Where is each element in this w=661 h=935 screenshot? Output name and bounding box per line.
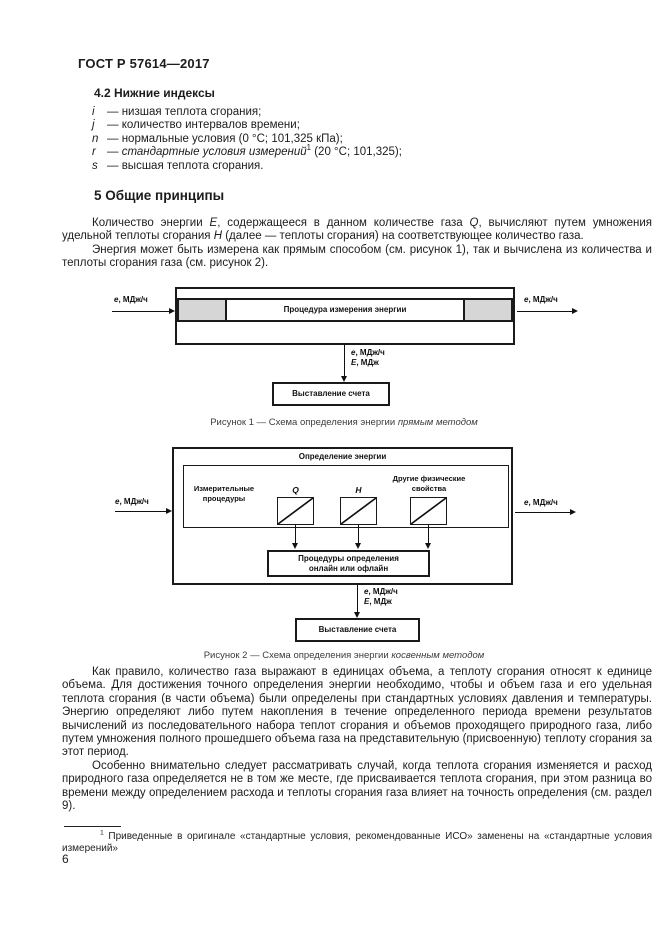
figure1-output-arrowhead-icon [341,376,347,382]
figure2-q-meter-box [277,497,314,525]
subscript-symbol: r [92,146,96,159]
figure2-h-meter-box [340,497,377,525]
figure1-outlet-label: е, МДж/ч [524,295,558,304]
figure2-h-label: H [355,485,362,495]
paragraph: Как правило, количество газа выражают в … [62,666,652,759]
subscript-symbol: n [92,132,99,145]
diagonal-line-icon [411,498,446,524]
figure2-h-arrow [358,525,360,544]
subscript-list-item: n — нормальные условия (0 °С; 101,325 кПа… [92,133,402,146]
figure1-billing-box: Выставление счета [272,382,390,406]
figure2-billing-label: Выставление счета [318,625,397,635]
page-number: 6 [62,852,69,866]
figure1-pipe-inlet-segment [179,300,225,320]
subscript-list-item: r — стандартные условия измерений1 (20 °С… [92,143,402,159]
figure2-outlet-arrowhead-icon [570,509,576,515]
figure2-title: Определение энергии [298,452,387,461]
figure2-other-meter-box [410,497,447,525]
figure2-q-label: Q [292,485,299,495]
figure2-output-label-2: Е, МДж [364,597,392,606]
subscript-list-item: i — низшая теплота сгорания; [92,106,402,119]
figure1-process-label: Процедура измерения энергии [283,305,407,315]
figure1-inlet-arrowhead-icon [169,308,175,314]
figure2-output-arrowhead-icon [354,612,360,618]
subscript-symbol: s [92,159,98,172]
paragraph: Энергия может быть измерена как прямым с… [62,243,652,270]
figure2-outlet-arrow [515,512,571,514]
figure1-pipe-outlet-segment [465,300,511,320]
figure1-billing-label: Выставление счета [292,389,370,399]
paragraph: Количество энергии E, содержащееся в дан… [62,217,652,243]
diagonal-line-icon [278,498,313,524]
figure1-process-box: Процедура измерения энергии [225,300,465,320]
diagonal-line-icon [341,498,376,524]
footnote-text: 1 Приведенные в оригинале «стандартные у… [62,829,652,855]
figure2-outlet-label: е, МДж/ч [524,498,558,507]
figure2-inlet-arrowhead-icon [166,508,172,514]
figure1-output-label-2: Е, МДж [351,358,379,367]
figure2-output-arrow [357,585,359,613]
figure2-other-label: Другие физические свойства [392,474,466,493]
figure2-h-arrowhead-icon [355,543,361,549]
figure1-caption: Рисунок 1 — Схема определения энергии пр… [210,417,478,428]
figure1-output-label-1: е, МДж/ч [351,348,385,357]
body-paragraphs: Как правило, количество газа выражают в … [62,666,652,813]
subscript-symbol: j [92,119,95,132]
figure2-processing-label: Процедуры определения онлайн или офлайн [298,554,399,573]
subscript-list: i — низшая теплота сгорания; j — количество… [92,106,402,173]
section-5-title: 5 Общие принципы [94,188,225,203]
footnote-divider [64,826,121,827]
figure2-inlet-label: е, МДж/ч [115,497,149,506]
subscript-list-item: s — высшая теплота сгорания. [92,160,402,173]
subscript-list-item: j — количество интервалов времени; [92,119,402,132]
figure1-inlet-label: е, МДж/ч [114,295,148,304]
paragraph: Особенно внимательно следует рассматрива… [62,759,652,813]
figure1-outlet-arrowhead-icon [572,308,578,314]
figure2-processing-box: Процедуры определения онлайн или офлайн [267,550,430,577]
figure2-billing-box: Выставление счета [295,618,420,642]
subscript-definition: — низшая теплота сгорания; [107,106,262,118]
page-header: ГОСТ Р 57614—2017 [78,56,210,71]
subscript-definition: — нормальные условия (0 °С; 101,325 кПа)… [107,132,343,145]
subscript-definition: — количество интервалов времени; [107,119,300,132]
figure1-outlet-arrow [517,311,573,313]
subscript-definition: — стандартные условия измерений1 (20 °С;… [107,143,402,159]
figure2-inlet-arrow [115,511,167,513]
figure2-other-arrow [428,525,430,544]
figure2-caption: Рисунок 2 — Схема определения энергии ко… [203,650,485,661]
figure1-pipe: Процедура измерения энергии [177,298,513,322]
subscript-definition: — высшая теплота сгорания. [107,159,264,172]
intro-paragraphs: Количество энергии E, содержащееся в дан… [62,217,652,271]
figure1-inlet-arrow [112,311,170,313]
figure2-q-arrowhead-icon [292,543,298,549]
figure2-output-label-1: е, МДж/ч [364,587,398,596]
subscript-symbol: i [92,106,95,118]
figure2-q-arrow [295,525,297,544]
section-4-2-title: 4.2 Нижние индексы [94,86,215,100]
figure2-measuring-label: Измерительные процедуры [193,484,255,503]
figure2-other-arrowhead-icon [425,543,431,549]
figure1-output-arrow [344,345,346,377]
